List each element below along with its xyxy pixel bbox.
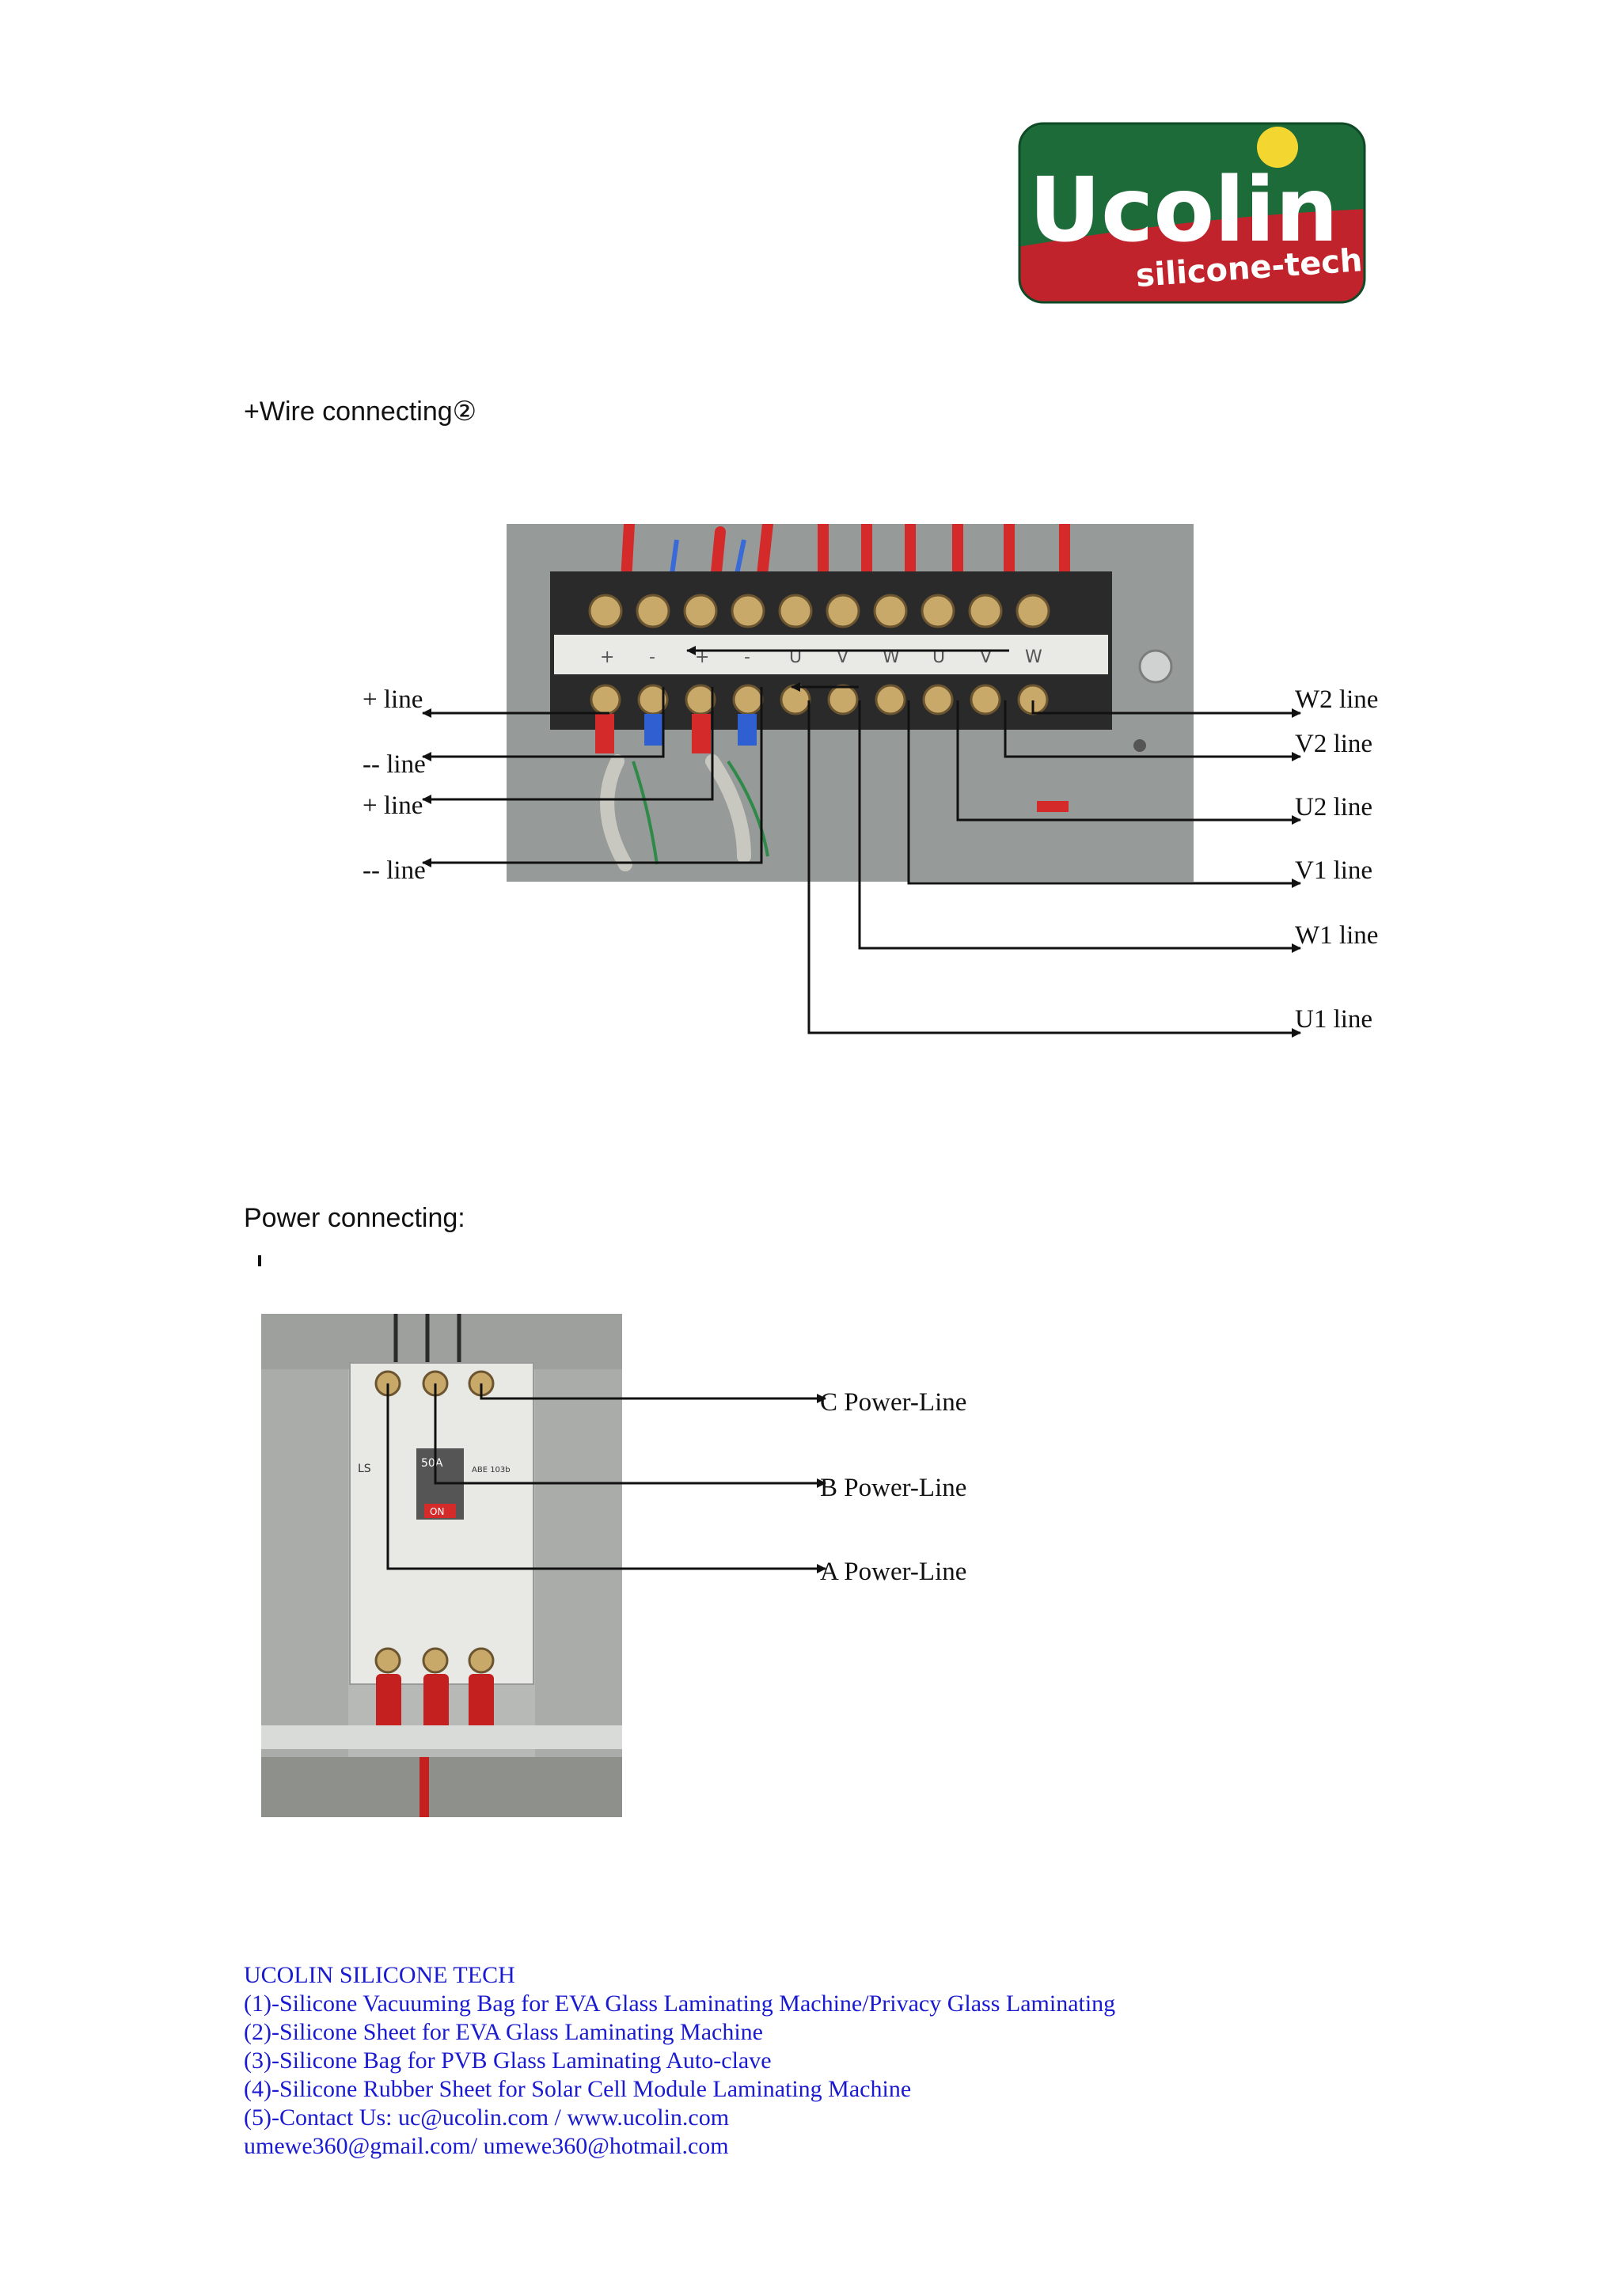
u2-line-label: U2 line bbox=[1295, 793, 1373, 822]
b-power-line-label: B Power-Line bbox=[820, 1474, 967, 1502]
footer-company: UCOLIN SILICONE TECH bbox=[244, 1962, 515, 1988]
terminal-mark-8: U bbox=[932, 647, 945, 667]
terminal-mark-3: + bbox=[695, 647, 709, 667]
footer-email-line[interactable]: umewe360@gmail.com/ umewe360@hotmail.com bbox=[244, 2133, 729, 2159]
footer-line-3: (3)-Silicone Bag for PVB Glass Laminatin… bbox=[244, 2047, 772, 2074]
footer-contact-line[interactable]: (5)-Contact Us: uc@ucolin.com / www.ucol… bbox=[244, 2104, 730, 2131]
wire-connecting-heading: +Wire connecting② bbox=[244, 397, 477, 427]
w1-line-label: W1 line bbox=[1295, 921, 1379, 950]
c-power-line-label: C Power-Line bbox=[820, 1388, 967, 1417]
power-connecting-heading: Power connecting: bbox=[244, 1203, 465, 1233]
terminal-mark-6: V bbox=[837, 647, 848, 667]
cursor-tick bbox=[258, 1255, 261, 1266]
breaker-rating-mark: 50A bbox=[421, 1457, 443, 1470]
footer-line-2: (2)-Silicone Sheet for EVA Glass Laminat… bbox=[244, 2019, 763, 2045]
u1-line-label: U1 line bbox=[1295, 1005, 1373, 1034]
footer-block: UCOLIN SILICONE TECH (1)-Silicone Vacuum… bbox=[244, 1961, 1115, 2161]
terminal-mark-5: U bbox=[789, 647, 802, 667]
terminal-mark-7: W bbox=[883, 647, 900, 667]
plus-line-label-1: + line bbox=[363, 685, 423, 714]
a-power-line-label: A Power-Line bbox=[820, 1558, 967, 1586]
breaker-brand-mark: LS bbox=[358, 1463, 371, 1475]
terminal-mark-2: - bbox=[649, 647, 655, 667]
terminal-mark-10: W bbox=[1025, 647, 1042, 667]
terminal-block-photo: + - + - U V W U V W bbox=[507, 518, 1194, 882]
footer-line-1: (1)-Silicone Vacuuming Bag for EVA Glass… bbox=[244, 1990, 1116, 2017]
terminal-mark-4: - bbox=[744, 647, 750, 667]
v1-line-label: V1 line bbox=[1295, 856, 1373, 885]
minus-line-label-2: -- line bbox=[363, 856, 426, 885]
logo-brand-text: Ucolin bbox=[1029, 159, 1338, 262]
minus-line-label-1: -- line bbox=[363, 750, 426, 779]
v2-line-label: V2 line bbox=[1295, 730, 1373, 758]
w2-line-label: W2 line bbox=[1295, 685, 1379, 714]
breaker-on-mark: ON bbox=[430, 1506, 444, 1517]
footer-line-4: (4)-Silicone Rubber Sheet for Solar Cell… bbox=[244, 2076, 912, 2102]
plus-line-label-2: + line bbox=[363, 791, 423, 820]
terminal-mark-9: V bbox=[980, 647, 992, 667]
terminal-mark-1: + bbox=[600, 647, 614, 667]
breaker-model-mark: ABE 103b bbox=[472, 1466, 511, 1474]
ucolin-logo: Ucolin silicone-tech bbox=[1018, 122, 1366, 304]
